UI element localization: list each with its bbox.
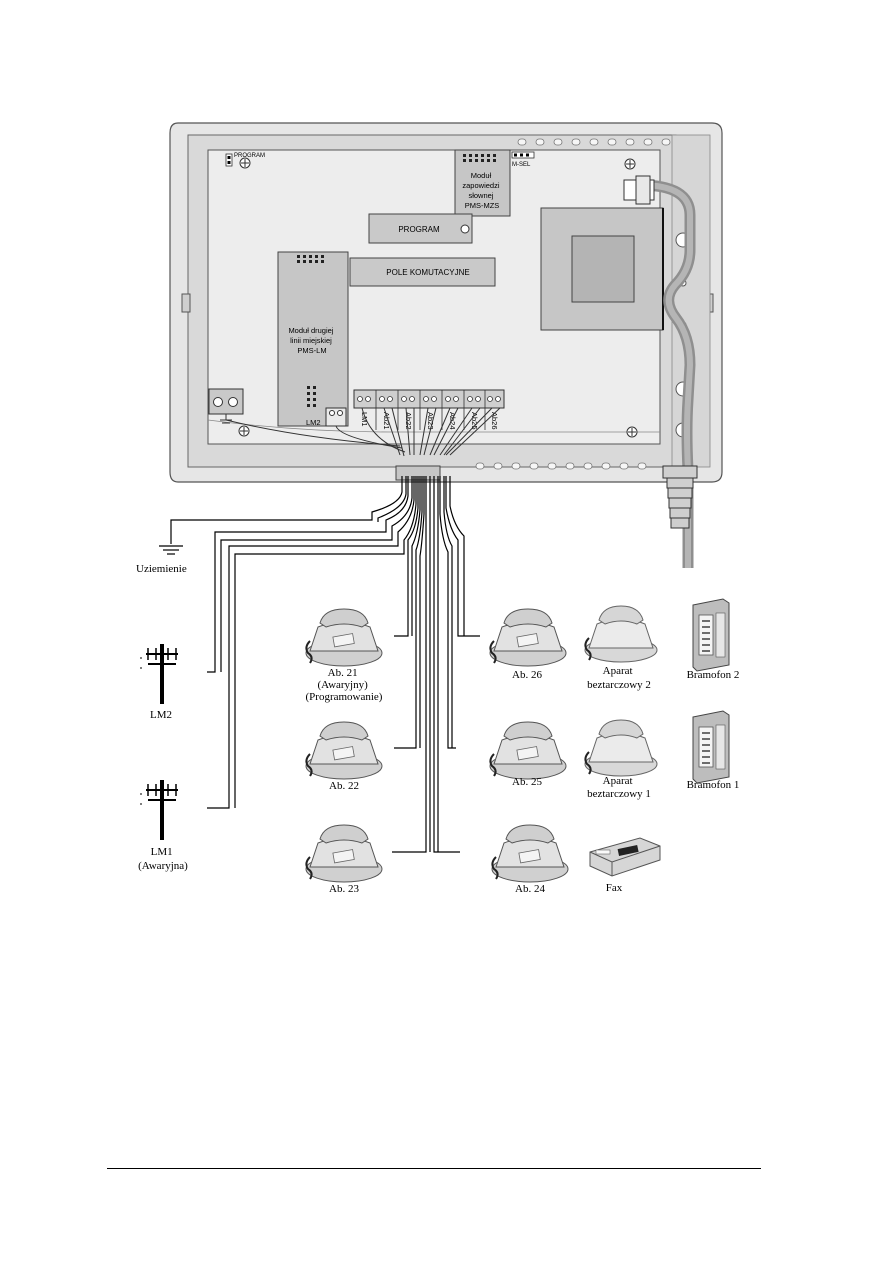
- screws: [238, 157, 638, 438]
- ab23-label: Ab. 23: [329, 883, 359, 895]
- program-block: PROGRAM: [368, 213, 473, 244]
- transformer: [540, 207, 664, 331]
- lm1-label: LM1 (Awaryjna): [138, 846, 188, 872]
- footer-divider: [107, 1168, 761, 1169]
- terminal-ab25: Ab25: [470, 412, 479, 430]
- lm2-connector[interactable]: [325, 407, 347, 427]
- fax-icon[interactable]: [589, 837, 661, 877]
- lm1-pole-icon: [138, 778, 180, 842]
- ab25-phone-icon[interactable]: [489, 721, 567, 780]
- payphone-2-icon[interactable]: [584, 605, 658, 663]
- line-module-label: Moduł drugiej linii miejskiej PMS-LM: [288, 326, 335, 355]
- terminal-ab26: Ab26: [490, 412, 499, 430]
- intercom-1-label: Bramofon 1: [687, 779, 740, 791]
- intercom-2-icon[interactable]: [692, 598, 730, 672]
- internal-leads: [225, 407, 501, 457]
- msel-jumper[interactable]: M-SEL: [511, 151, 535, 168]
- ab26-phone-icon[interactable]: [489, 608, 567, 667]
- ab22-phone-icon[interactable]: [305, 721, 383, 780]
- voice-module: Moduł zapowiedzi słownej PMS-MZS: [454, 149, 511, 217]
- terminal-ab21: Ab21: [382, 412, 391, 430]
- payphone-2-label: Aparat beztarczowy 2: [587, 665, 651, 691]
- ground-terminal[interactable]: [208, 388, 244, 424]
- lm2-label: LM2: [150, 709, 172, 721]
- power-cable: [623, 175, 698, 568]
- ground-symbol: [159, 545, 183, 555]
- ab21-label: Ab. 21 (Awaryjny) (Programowanie): [306, 667, 383, 703]
- ab22-label: Ab. 22: [329, 780, 359, 792]
- line-module: Moduł drugiej linii miejskiej PMS-LM LM2: [277, 251, 349, 427]
- ab25-label: Ab. 25: [512, 776, 542, 788]
- lm2-pole-icon: [138, 642, 180, 706]
- program-block-label: PROGRAM: [398, 225, 440, 234]
- vent-slots: [475, 138, 671, 470]
- terminal-lm1: LM1: [360, 412, 369, 427]
- payphone-1-label: Aparat beztarczowy 1: [587, 775, 651, 800]
- switch-field-label: POLE KOMUTACYJNE: [386, 268, 469, 277]
- program-jumper-label: PROGRAM: [234, 153, 265, 159]
- program-jumper[interactable]: PROGRAM: [225, 153, 265, 167]
- terminal-ab23: Ab23: [426, 412, 435, 430]
- ab23-phone-icon[interactable]: [305, 824, 383, 883]
- voice-module-label: Moduł zapowiedzi słownej PMS-MZS: [462, 171, 501, 210]
- external-wiring: [170, 476, 480, 853]
- lm2-connector-label: LM2: [306, 418, 321, 427]
- ab26-label: Ab. 26: [512, 669, 542, 681]
- terminal-ab22: Ab22: [404, 412, 413, 430]
- intercom-2-label: Bramofon 2: [687, 669, 740, 681]
- fax-label: Fax: [606, 882, 623, 894]
- terminal-strip[interactable]: LM1 Ab21 Ab22 Ab23 Ab24 Ab25 Ab26: [353, 389, 505, 430]
- ab24-label: Ab. 24: [515, 883, 545, 895]
- intercom-1-icon[interactable]: [692, 710, 730, 784]
- ground-label: Uziemienie: [136, 563, 187, 575]
- terminal-ab24: Ab24: [448, 412, 457, 430]
- msel-jumper-label: M-SEL: [512, 162, 531, 168]
- switch-field: POLE KOMUTACYJNE: [338, 257, 496, 287]
- payphone-1-icon[interactable]: [584, 719, 658, 777]
- ab21-phone-icon[interactable]: [305, 608, 383, 667]
- ab24-phone-icon[interactable]: [491, 824, 569, 883]
